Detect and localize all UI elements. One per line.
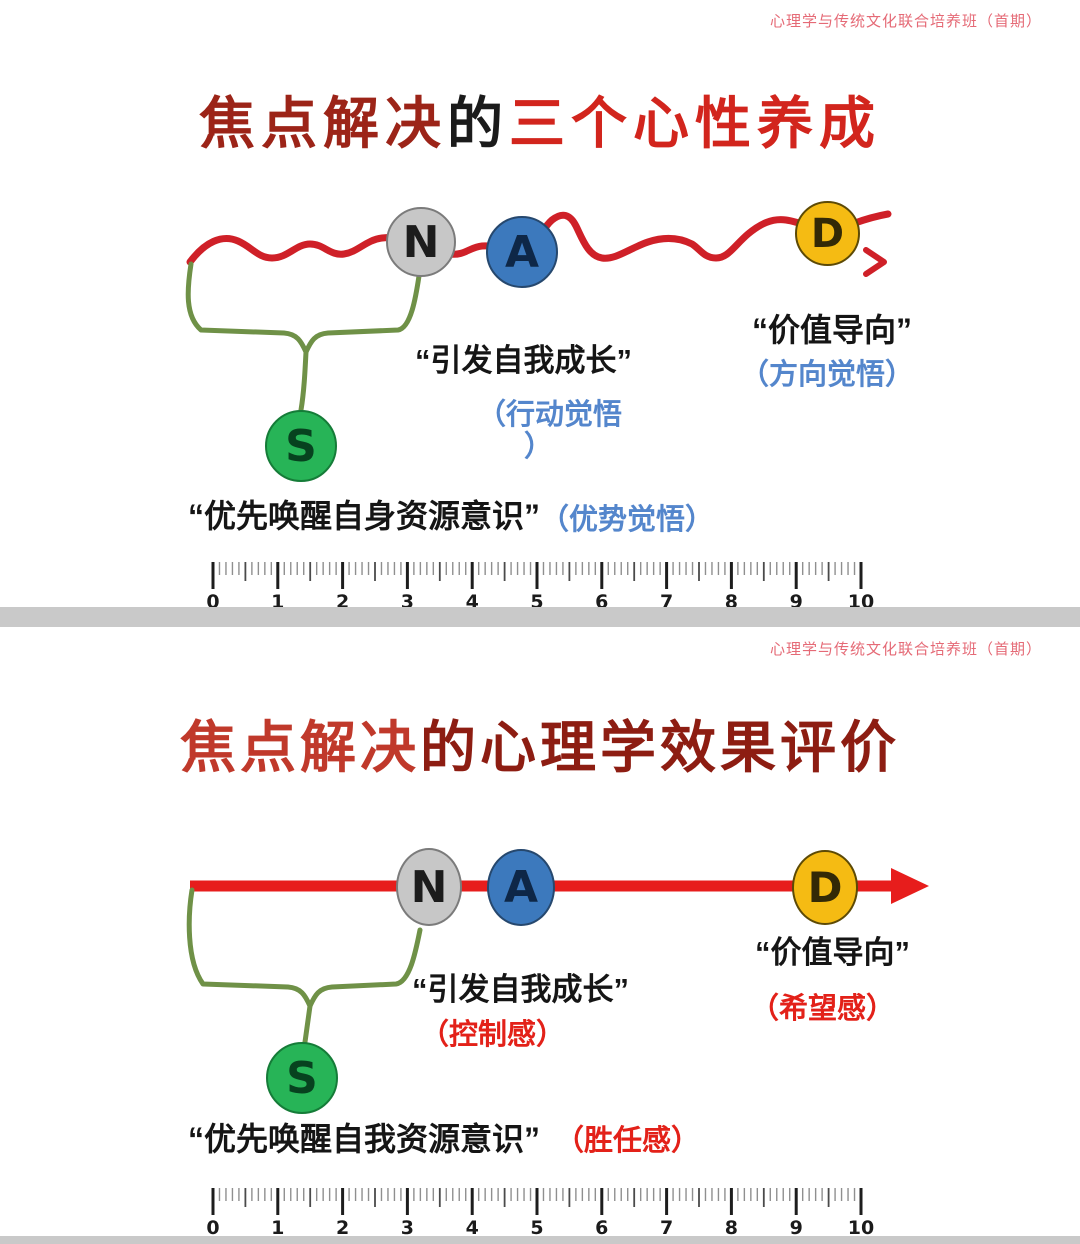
svg-text:4: 4 (466, 591, 479, 612)
label-value-orientation: “价值导向” (752, 312, 913, 348)
node-a-2: A (487, 849, 555, 926)
svg-text:2: 2 (336, 1217, 349, 1238)
label-resource-awareness-2: “优先唤醒自我资源意识” (188, 1121, 541, 1157)
slide2-title-part1: 焦点解决 (180, 715, 420, 779)
label-strength-awareness: （优势觉悟） (540, 504, 715, 536)
label-sense-of-hope: （希望感） (750, 993, 896, 1025)
label-sense-of-control: （控制感） (420, 1019, 566, 1051)
watermark-text: 心理学与传统文化联合培养班（首期） (769, 13, 1042, 30)
slide1-title: 焦点解决的三个心性养成 (0, 95, 1080, 152)
bottom-edge-bar (0, 1236, 1080, 1244)
slide2-title: 焦点解决的心理学效果评价 (0, 719, 1080, 776)
wavy-line-tail (851, 210, 892, 227)
slide1-title-part1: 焦点解决 (199, 91, 447, 155)
slide1-title-part2: 的 (447, 91, 509, 155)
svg-text:0: 0 (206, 1217, 219, 1238)
bracket-curve-top (185, 261, 422, 355)
svg-text:8: 8 (725, 1217, 738, 1238)
svg-text:10: 10 (848, 591, 874, 612)
svg-text:2: 2 (336, 591, 349, 612)
label-self-growth-2: “引发自我成长” (412, 972, 629, 1007)
bracket-curve-bottom (186, 887, 423, 1009)
node-s-2: S (266, 1042, 338, 1114)
scale-ruler-top: 0 1 2 3 4 5 6 7 8 9 10 (206, 562, 874, 612)
small-arrow-icon (863, 247, 887, 277)
label-value-orientation-2: “价值导向” (755, 935, 910, 970)
bracket-stem-top (298, 349, 309, 413)
svg-text:4: 4 (466, 1217, 479, 1238)
slide2-title-part2: 的心理学效果评价 (420, 715, 900, 779)
svg-text:6: 6 (595, 591, 608, 612)
svg-text:1: 1 (271, 1217, 284, 1238)
node-s: S (265, 410, 337, 482)
svg-text:7: 7 (660, 591, 673, 612)
svg-text:5: 5 (530, 591, 543, 612)
label-resource-awareness: “优先唤醒自身资源意识” (188, 498, 541, 534)
label-action-awareness: （行动觉悟 (477, 399, 623, 431)
svg-text:5: 5 (530, 1217, 543, 1238)
panel-divider (0, 607, 1080, 627)
svg-text:3: 3 (401, 1217, 414, 1238)
svg-text:10: 10 (848, 1217, 874, 1238)
svg-text:3: 3 (401, 591, 414, 612)
label-self-growth: “引发自我成长” (415, 343, 632, 378)
svg-text:8: 8 (725, 591, 738, 612)
scale-ruler-bottom: 0 1 2 3 4 5 6 7 8 9 10 (206, 1188, 874, 1238)
arrow-head (891, 868, 929, 904)
svg-text:7: 7 (660, 1217, 673, 1238)
label-direction-awareness: （方向觉悟） (740, 359, 915, 391)
svg-text:9: 9 (790, 591, 803, 612)
svg-text:0: 0 (206, 591, 219, 612)
svg-text:6: 6 (595, 1217, 608, 1238)
svg-text:1: 1 (271, 591, 284, 612)
slide1-title-part3: 三个心性养成 (509, 91, 881, 155)
label-sense-of-competence: （胜任感） (555, 1125, 701, 1157)
node-a: A (486, 216, 558, 288)
node-n-2: N (396, 848, 462, 926)
node-d-2: D (792, 850, 858, 925)
watermark-text-2: 心理学与传统文化联合培养班（首期） (769, 641, 1042, 658)
svg-text:9: 9 (790, 1217, 803, 1238)
node-d: D (795, 201, 860, 266)
node-n: N (386, 207, 456, 277)
label-action-awareness-paren: ） (524, 431, 554, 463)
bracket-stem-bottom (302, 1003, 313, 1045)
